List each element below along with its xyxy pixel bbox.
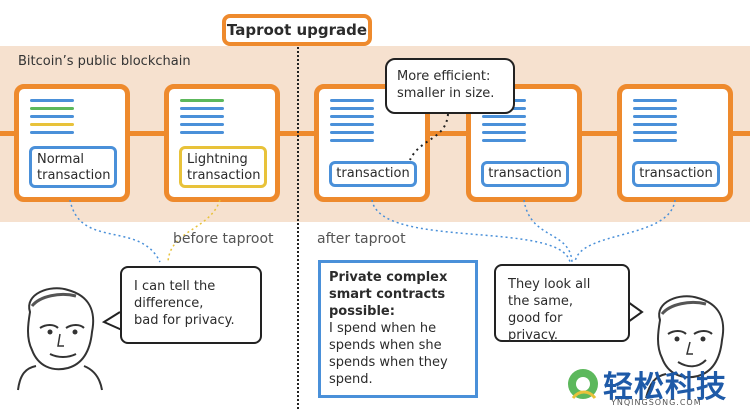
tx-bar [482, 123, 526, 126]
block-1: Normal transaction [14, 84, 130, 202]
tx-bar [30, 99, 74, 102]
tx-bar [633, 115, 677, 118]
tx-bar [180, 115, 224, 118]
tx-bar [330, 107, 374, 110]
tx-bar [30, 131, 74, 134]
box-heading: Private complex [329, 270, 448, 285]
blockchain-label: Bitcoin’s public blockchain [18, 54, 191, 69]
callout-line: smaller in size. [397, 86, 495, 101]
before-taproot-caption: before taproot [173, 231, 274, 247]
tx-bar [633, 131, 677, 134]
watermark-text: 轻松科技 [603, 370, 727, 405]
tx-line: Normal [37, 152, 85, 167]
normal-link [69, 199, 161, 263]
private-contracts-box: Private complex smart contracts possible… [318, 260, 478, 398]
tx-bar [30, 115, 74, 118]
bubble-line: They look all [508, 277, 591, 292]
box-heading: possible: [329, 304, 395, 319]
lightning-transaction: Lightning transaction [179, 146, 267, 188]
tx-link [574, 199, 676, 263]
watermark-logo-icon [568, 369, 598, 399]
callout-link [409, 113, 449, 161]
tx-bar [180, 123, 224, 126]
tx-bar [330, 123, 374, 126]
tx-line: transaction [37, 168, 111, 183]
tx-bar [180, 107, 224, 110]
tx-line: transaction [187, 168, 261, 183]
box-line: spend. [329, 372, 373, 387]
tx-bar [30, 123, 74, 126]
bubble-tail [101, 311, 123, 331]
left-speech-bubble: I can tell the difference, bad for priva… [120, 266, 262, 344]
meme-face-right [645, 295, 725, 399]
tx-bar [180, 131, 224, 134]
tx-bar [180, 99, 224, 102]
tx-bar [633, 107, 677, 110]
efficiency-callout: More efficient: smaller in size. [385, 58, 515, 114]
bubble-line: difference, [134, 296, 204, 311]
taproot-upgrade-label: Taproot upgrade [222, 14, 372, 46]
tx-bar [330, 139, 374, 142]
bubble-line: good for privacy. [508, 311, 563, 343]
tx-bar [482, 131, 526, 134]
bubble-line: I can tell the [134, 279, 216, 294]
box-line: I spend when he [329, 321, 437, 336]
bubble-line: the same, [508, 294, 573, 309]
tx-bar [330, 115, 374, 118]
block-2: Lightning transaction [164, 84, 280, 202]
tx-bar [482, 139, 526, 142]
tx-bar [482, 115, 526, 118]
tx-bar [330, 99, 374, 102]
tx-link [523, 199, 573, 263]
callout-line: More efficient: [397, 69, 491, 84]
meme-face-left [17, 287, 103, 391]
right-speech-bubble: They look all the same, good for privacy… [494, 264, 630, 343]
bubble-line: bad for privacy. [134, 313, 235, 328]
watermark-subtext: YNQINGSONG.COM [611, 398, 702, 407]
taproot-transaction: transaction [632, 161, 720, 187]
bubble-tail [627, 301, 644, 323]
tx-bar [633, 99, 677, 102]
tx-bar [633, 123, 677, 126]
normal-transaction: Normal transaction [29, 146, 117, 188]
taproot-transaction: transaction [329, 161, 417, 187]
box-line: spends when they [329, 355, 448, 370]
tx-bar [30, 107, 74, 110]
tx-bar [633, 139, 677, 142]
box-line: spends when she [329, 338, 442, 353]
box-heading: smart contracts [329, 287, 446, 302]
site-watermark: 轻松科技 YNQINGSONG.COM [563, 360, 748, 408]
upgrade-divider [297, 40, 299, 409]
tx-line: Lightning [187, 152, 248, 167]
taproot-transaction: transaction [481, 161, 569, 187]
after-taproot-caption: after taproot [317, 231, 406, 247]
tx-bar [330, 131, 374, 134]
block-5: transaction [617, 84, 733, 202]
